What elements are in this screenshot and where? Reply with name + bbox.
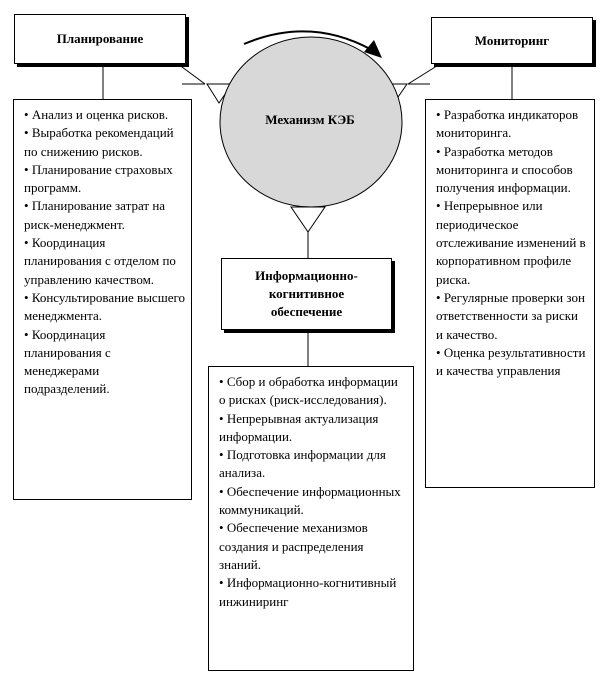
center-label: Механизм КЭБ [265,112,355,127]
list-item: Консультирование высшего менеджмента. [24,289,185,326]
list-item: Выработка рекомендаций по снижению риско… [24,124,185,161]
list-item: Непрерывная актуализация информации. [219,410,407,447]
planning-title: Планирование [56,31,144,46]
cycle-arrow-icon [243,30,373,51]
list-item: Разработка методов мониторинга и способо… [436,143,588,198]
list-item: Сбор и обработка информации о рисках (ри… [219,373,407,410]
monitoring-title: Мониторинг [474,32,550,48]
list-item: Обеспечение информационных коммуникаций. [219,483,407,520]
list-item: Анализ и оценка рисков. [24,106,185,124]
list-item: Непрерывное или периодическое отслеживан… [436,197,588,288]
bottom-funnel [290,206,326,233]
monitoring-list: Разработка индикаторов мониторинга. Разр… [436,106,588,380]
info-list-box: Сбор и обработка информации о рисках (ри… [208,366,414,671]
center-ellipse [219,36,403,208]
info-list: Сбор и обработка информации о рисках (ри… [219,373,407,611]
planning-title-box: Планирование [14,14,186,64]
list-item: Обеспечение механизмов создания и распре… [219,519,407,574]
monitoring-title-box: Мониторинг [431,17,593,64]
info-title: Информационно-когнитивное обеспечение [255,268,358,319]
list-item: Планирование страховых программ. [24,161,185,198]
info-title-box: Информационно-когнитивное обеспечение [221,258,392,330]
list-item: Подготовка информации для анализа. [219,446,407,483]
list-item: Координация планирования с менеджерами п… [24,326,185,399]
list-item: Разработка индикаторов мониторинга. [436,106,588,143]
cycle-arrowhead-icon [364,40,382,58]
monitoring-list-box: Разработка индикаторов мониторинга. Разр… [425,99,595,488]
planning-list: Анализ и оценка рисков. Выработка рекоме… [24,106,185,399]
list-item: Координация планирования с отделом по уп… [24,234,185,289]
list-item: Оценка результативности и качества управ… [436,344,588,381]
list-item: Планирование затрат на риск-менеджмент. [24,197,185,234]
list-item: Информационно-когнитивный инжиниринг [219,574,407,611]
list-item: Регулярные проверки зон ответственности … [436,289,588,344]
left-link-upper [177,63,206,85]
planning-list-box: Анализ и оценка рисков. Выработка рекоме… [13,99,192,500]
right-link-upper [407,63,441,85]
